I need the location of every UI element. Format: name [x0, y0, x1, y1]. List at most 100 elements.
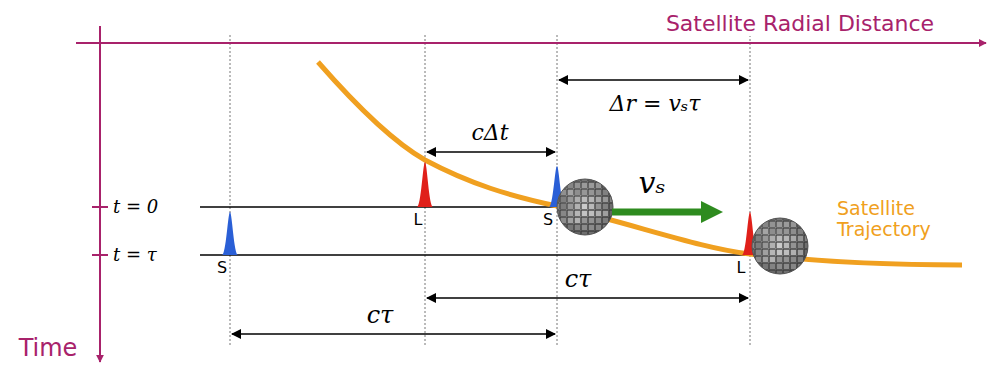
ball-tile	[603, 176, 609, 182]
ball-tile	[610, 183, 616, 189]
ball-tile	[791, 229, 797, 235]
ball-tile	[575, 218, 581, 224]
ball-tile	[784, 264, 790, 270]
pulse-label: L	[413, 211, 424, 229]
tick-label: t = 0	[112, 197, 159, 217]
ball-tile	[763, 215, 769, 221]
velocity-label: vₛ	[637, 166, 666, 199]
ball-tile	[749, 229, 755, 235]
trajectory-label: Satellite Trajectory	[836, 198, 978, 240]
ball-tile	[805, 222, 811, 228]
ball-tile	[763, 243, 769, 249]
ball-tile	[798, 215, 804, 221]
satellite-ball	[554, 176, 616, 238]
ball-tile	[770, 222, 776, 228]
ball-tile	[791, 236, 797, 242]
ball-tile	[798, 257, 804, 263]
ball-tile	[756, 271, 762, 277]
dimension-arrow	[427, 151, 555, 153]
pulse-label: S	[216, 259, 228, 277]
axis-title: Time	[18, 335, 79, 361]
ball-tile	[763, 236, 769, 242]
ball-tile	[756, 243, 762, 249]
time-line	[200, 254, 760, 256]
ball-tile	[770, 229, 776, 235]
ball-tile	[554, 183, 560, 189]
ball-tile	[596, 218, 602, 224]
ball-tile	[589, 218, 595, 224]
ball-tile	[561, 211, 567, 217]
ball-tile	[596, 197, 602, 203]
ball-tile	[749, 215, 755, 221]
ball-tile	[554, 232, 560, 238]
ball-tile	[777, 222, 783, 228]
ball-tile	[554, 204, 560, 210]
ball-tile	[561, 197, 567, 203]
axis-tick	[92, 206, 108, 208]
ball-tile	[763, 250, 769, 256]
ball-tile	[770, 243, 776, 249]
ball-tile	[582, 218, 588, 224]
ball-tile	[610, 225, 616, 231]
ball-tile	[784, 236, 790, 242]
ball-tile	[784, 222, 790, 228]
ball-tile	[582, 225, 588, 231]
ball-tile	[561, 232, 567, 238]
ball-tile	[603, 197, 609, 203]
ball-tile	[603, 204, 609, 210]
ball-tile	[798, 243, 804, 249]
ball-tile	[582, 211, 588, 217]
ball-tile	[784, 243, 790, 249]
ball-tile	[777, 229, 783, 235]
ball-tile	[763, 229, 769, 235]
dimension-arrow	[559, 79, 748, 81]
ball-tile	[784, 257, 790, 263]
ball-tile	[798, 236, 804, 242]
ball-tile	[749, 271, 755, 277]
time-line	[200, 206, 560, 208]
ball-tile	[610, 176, 616, 182]
ball-tile	[749, 257, 755, 263]
ball-tile	[575, 197, 581, 203]
ball-tile	[603, 211, 609, 217]
ball-tile	[589, 225, 595, 231]
ball-tile	[805, 215, 811, 221]
ball-tile	[589, 211, 595, 217]
ball-tile	[568, 190, 574, 196]
ball-tile	[791, 264, 797, 270]
dimension-label: cΔt	[470, 121, 509, 145]
ball-tile	[777, 257, 783, 263]
ball-tile	[805, 271, 811, 277]
ball-tile	[568, 218, 574, 224]
ball-tile	[575, 204, 581, 210]
ball-tile	[770, 250, 776, 256]
ball-tile	[791, 250, 797, 256]
ball-tile	[777, 236, 783, 242]
ball-tile	[582, 204, 588, 210]
ball-tile	[805, 264, 811, 270]
ball-tile	[582, 190, 588, 196]
ball-tile	[582, 183, 588, 189]
dimension-label: cτ	[564, 266, 593, 292]
ball-tile	[582, 197, 588, 203]
ball-tile	[589, 204, 595, 210]
ball-tile	[575, 225, 581, 231]
axis-tick	[92, 254, 108, 256]
ball-tile	[561, 204, 567, 210]
blue-pulse	[222, 212, 238, 255]
ball-tile	[603, 218, 609, 224]
ball-tile	[554, 176, 560, 182]
ball-tile	[589, 190, 595, 196]
tick-label: t = τ	[112, 245, 158, 265]
ball-tile	[561, 176, 567, 182]
ball-tile	[770, 236, 776, 242]
ball-tile	[777, 250, 783, 256]
satellite-ball	[749, 215, 811, 277]
ball-tile	[575, 190, 581, 196]
ball-tile	[596, 211, 602, 217]
ball-tile	[777, 243, 783, 249]
ball-tile	[777, 215, 783, 221]
red-pulse	[417, 162, 433, 207]
ball-tile	[582, 176, 588, 182]
